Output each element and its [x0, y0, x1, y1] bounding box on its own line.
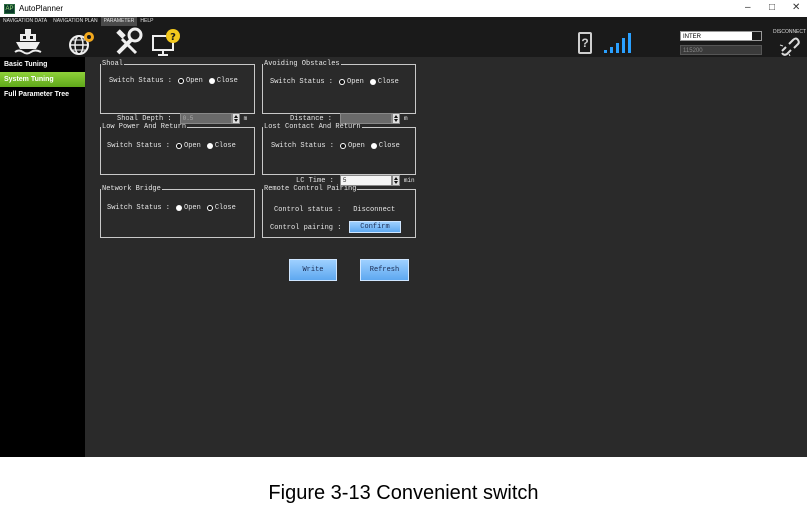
network-bridge-legend: Network Bridge — [102, 185, 161, 193]
low-power-group: Low Power And Return — [100, 123, 255, 175]
shoal-switch-row: Switch Status : Open Close — [109, 77, 238, 85]
remote-pairing-label: Control pairing : — [270, 224, 342, 232]
sidebar-item-full-parameter-tree[interactable]: Full Parameter Tree — [4, 91, 69, 98]
lost-contact-time-label: LC Time : — [296, 176, 334, 185]
network-bridge-switch-label: Switch Status : — [107, 204, 171, 212]
low-power-open-label: Open — [184, 142, 201, 150]
lost-contact-open-radio[interactable] — [340, 143, 347, 149]
broken-link-icon[interactable] — [779, 36, 801, 56]
remote-pairing-group: Remote Control Pairing — [262, 185, 416, 238]
figure-caption: Figure 3-13 Convenient switch — [268, 482, 539, 504]
avoiding-close-radio[interactable] — [369, 79, 376, 85]
shoal-close-label: Close — [216, 77, 238, 85]
low-power-switch-label: Switch Status : — [107, 142, 171, 150]
remote-status-row: Control status : Disconnect — [274, 206, 395, 214]
remote-status-label: Control status : — [274, 206, 342, 214]
avoiding-close-label: Close — [377, 78, 399, 86]
avoiding-switch-row: Switch Status : Open Close — [270, 78, 399, 86]
svg-text:?: ? — [170, 32, 176, 43]
port-select[interactable]: INTER — [680, 31, 762, 41]
avoiding-distance-unit: m — [404, 115, 408, 122]
lost-contact-switch-row: Switch Status : Open Close — [271, 142, 400, 150]
avoiding-obstacles-group: Avoiding Obstacles — [262, 60, 416, 114]
network-bridge-switch-row: Switch Status : Open Close — [107, 204, 236, 212]
network-bridge-group: Network Bridge — [100, 185, 255, 238]
battery-unknown-icon: ? — [578, 32, 592, 54]
avoiding-distance-label: Distance : — [290, 114, 333, 123]
low-power-close-radio[interactable] — [206, 143, 213, 149]
shoal-close-radio[interactable] — [208, 78, 215, 84]
minimize-button[interactable]: ‒ — [745, 2, 751, 13]
avoiding-obstacles-legend: Avoiding Obstacles — [264, 60, 340, 68]
parameter-panel: Shoal Switch Status : Open Close Shoal D… — [85, 57, 807, 457]
lost-contact-open-label: Open — [348, 142, 365, 150]
disconnect-label: DISCONNECT — [773, 29, 807, 35]
window-titlebar: AP AutoPlanner ‒ □ ✕ — [0, 0, 807, 17]
network-bridge-open-radio[interactable] — [176, 205, 183, 211]
remote-status-value: Disconnect — [353, 206, 396, 214]
app-window: NAVIGATION DATA NAVIGATION PLAN PARAMETE… — [0, 17, 807, 457]
maximize-button[interactable]: □ — [769, 2, 776, 13]
connection-panel: INTER 115200 — [680, 31, 762, 59]
window-title: AutoPlanner — [19, 4, 64, 13]
network-bridge-close-radio[interactable] — [206, 205, 213, 211]
shoal-open-radio[interactable] — [178, 78, 185, 84]
menu-help[interactable]: HELP — [140, 18, 154, 24]
avoiding-open-label: Open — [347, 78, 364, 86]
toolbar: ? ? INTER 115200 DISCONNECT — [0, 26, 807, 57]
confirm-pairing-button[interactable]: Confirm — [349, 221, 401, 233]
shoal-depth-unit: m — [243, 115, 248, 122]
network-bridge-open-label: Open — [184, 204, 201, 212]
menu-bar: NAVIGATION DATA NAVIGATION PLAN PARAMETE… — [0, 17, 807, 26]
lost-contact-time-value: 5 — [342, 177, 347, 184]
low-power-legend: Low Power And Return — [102, 123, 187, 131]
shoal-depth-label: Shoal Depth : — [117, 114, 172, 123]
remote-pairing-legend: Remote Control Pairing — [264, 185, 357, 193]
tools-icon[interactable] — [114, 27, 144, 56]
lost-contact-close-radio[interactable] — [370, 143, 377, 149]
shoal-legend: Shoal — [102, 60, 124, 68]
lost-contact-time-unit: min — [403, 177, 415, 184]
remote-pairing-row: Control pairing : — [270, 224, 341, 232]
low-power-switch-row: Switch Status : Open Close — [107, 142, 236, 150]
menu-navigation-plan[interactable]: NAVIGATION PLAN — [53, 18, 98, 24]
lost-contact-close-label: Close — [378, 142, 400, 150]
sidebar: Basic Tuning System Tuning Full Paramete… — [0, 57, 85, 457]
globe-gear-icon[interactable] — [68, 31, 96, 56]
write-button[interactable]: Write — [289, 259, 337, 281]
menu-navigation-data[interactable]: NAVIGATION DATA — [3, 18, 48, 24]
lost-contact-legend: Lost Contact And Return — [264, 123, 361, 131]
close-button[interactable]: ✕ — [792, 2, 801, 13]
avoiding-open-radio[interactable] — [339, 79, 346, 85]
help-monitor-icon[interactable]: ? — [151, 28, 183, 56]
low-power-open-radio[interactable] — [176, 143, 183, 149]
shoal-depth-value: 0.5 — [182, 115, 194, 122]
lost-contact-switch-label: Switch Status : — [271, 142, 335, 150]
shoal-switch-label: Switch Status : — [109, 77, 173, 85]
low-power-close-label: Close — [214, 142, 236, 150]
signal-strength-icon — [604, 33, 631, 53]
network-bridge-close-label: Close — [214, 204, 236, 212]
menu-parameter[interactable]: PARAMETER — [100, 17, 138, 26]
baud-select[interactable]: 115200 — [680, 45, 762, 55]
boat-icon[interactable] — [14, 28, 42, 55]
page-background — [0, 457, 807, 510]
lost-contact-group: Lost Contact And Return — [262, 123, 416, 175]
refresh-button[interactable]: Refresh — [360, 259, 409, 281]
shoal-open-label: Open — [186, 77, 203, 85]
sidebar-item-basic-tuning[interactable]: Basic Tuning — [4, 61, 48, 68]
sidebar-item-system-tuning[interactable]: System Tuning — [0, 72, 85, 87]
shoal-group: Shoal — [100, 60, 255, 114]
avoiding-switch-label: Switch Status : — [270, 78, 334, 86]
app-logo-icon: AP — [4, 3, 15, 14]
